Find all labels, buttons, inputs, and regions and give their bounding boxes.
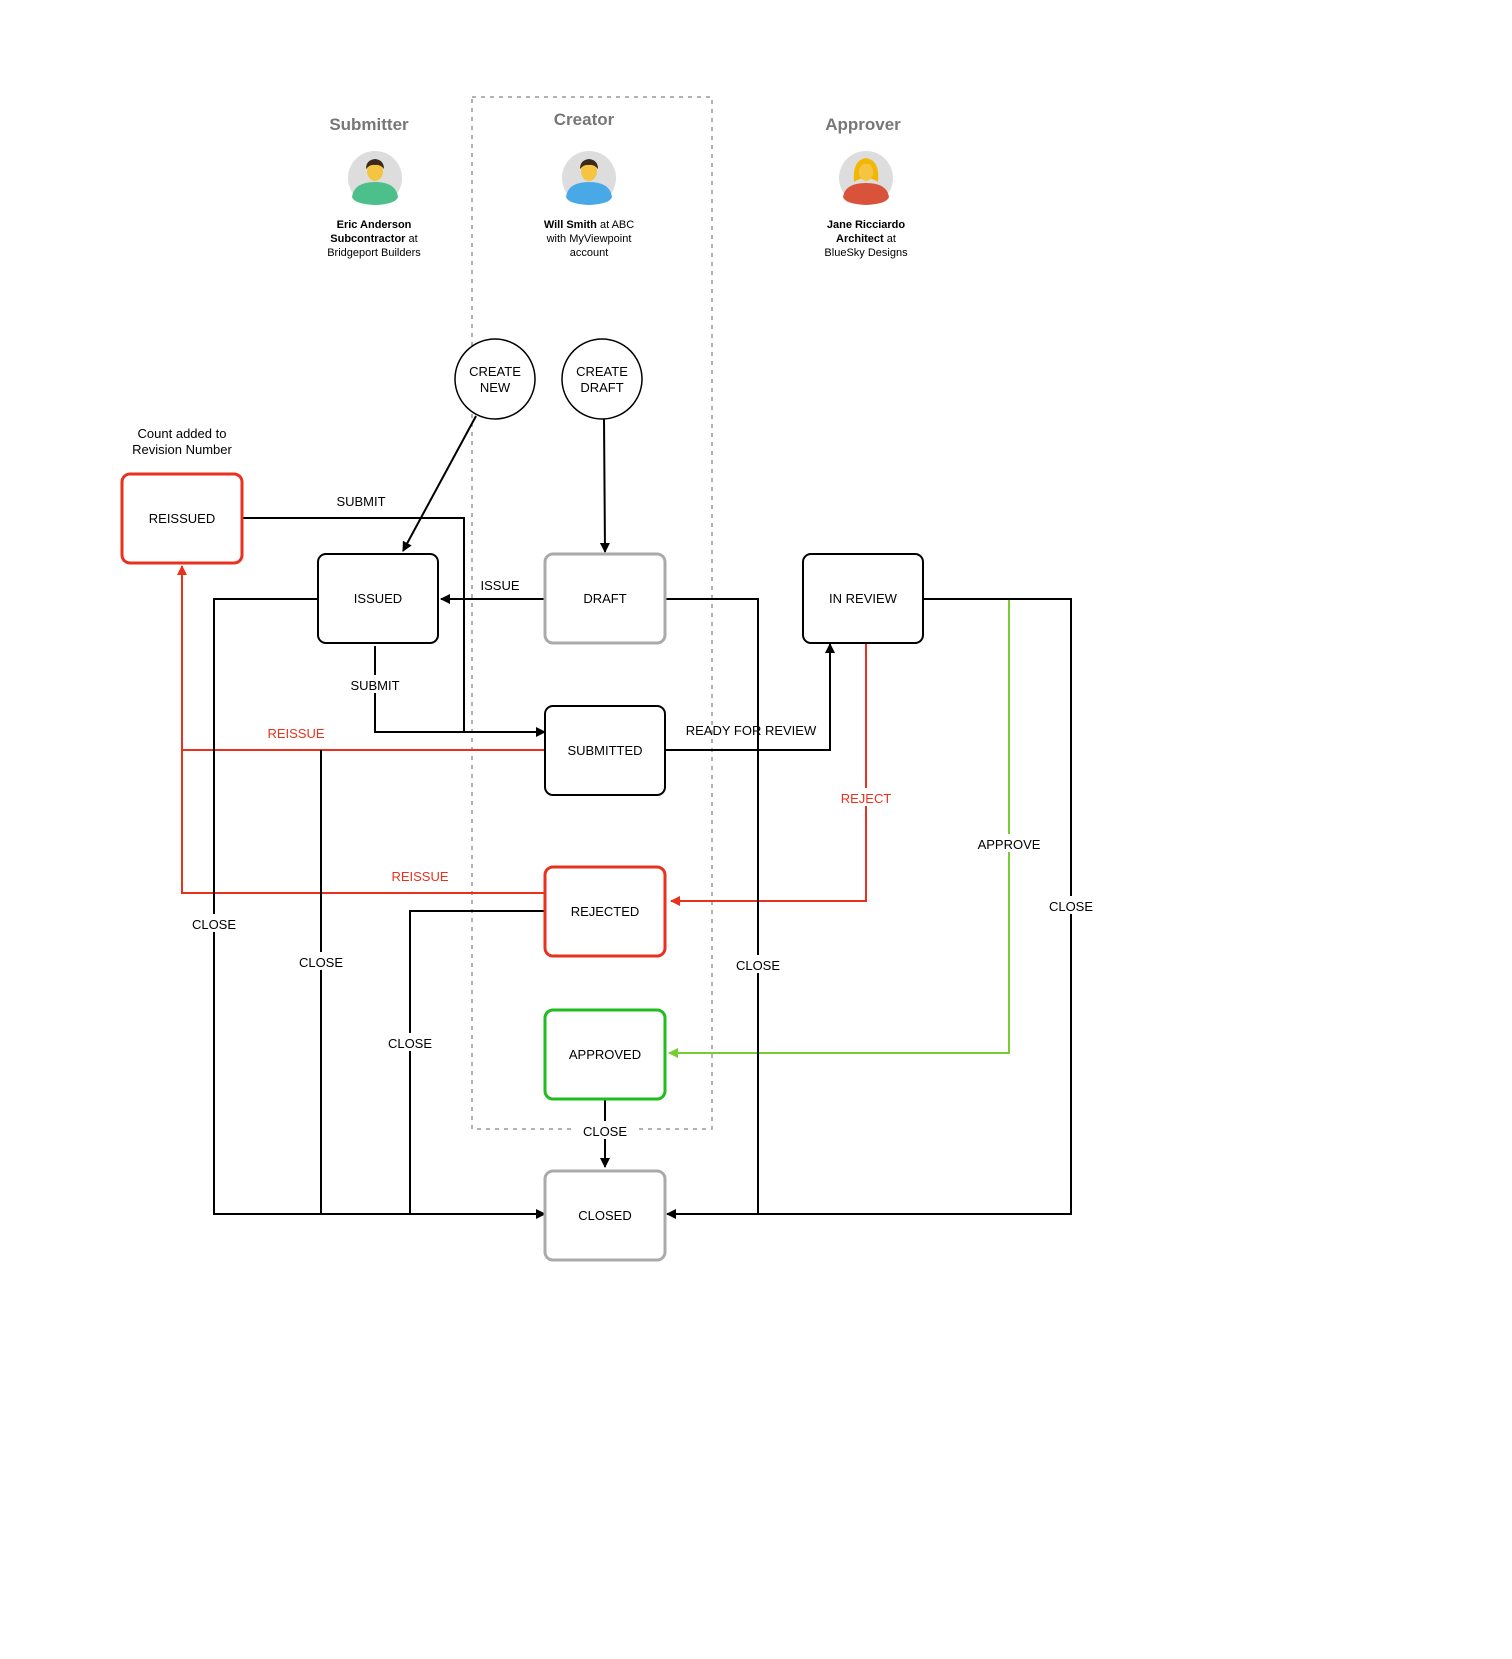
- start-node-create-new: CREATE NEW: [454, 338, 536, 420]
- label-ready-for-review: READY FOR REVIEW: [686, 723, 817, 738]
- label-reissue-submitted: REISSUE: [267, 726, 324, 741]
- svg-text:SUBMITTED: SUBMITTED: [567, 743, 642, 758]
- edge-issued-submit: [374, 646, 464, 733]
- state-in-review: IN REVIEW: [802, 553, 924, 644]
- state-approved: APPROVED: [543, 1008, 667, 1101]
- svg-text:CREATE: CREATE: [576, 364, 628, 379]
- label-close-submitted: CLOSE: [299, 955, 343, 970]
- svg-text:IN REVIEW: IN REVIEW: [829, 591, 898, 606]
- state-draft: DRAFT: [543, 552, 667, 645]
- revision-note-line1: Count added to: [138, 426, 227, 441]
- submitter-name: Eric Anderson: [337, 219, 412, 231]
- svg-text:APPROVED: APPROVED: [569, 1047, 641, 1062]
- svg-text:CREATE: CREATE: [469, 364, 521, 379]
- edge-create-new-to-issued: [402, 415, 477, 552]
- label-close-approved: CLOSE: [583, 1124, 627, 1139]
- label-close-rejected: CLOSE: [388, 1036, 432, 1051]
- edge-reject: [670, 644, 867, 906]
- submitter-company: Bridgeport Builders: [327, 247, 421, 259]
- edge-rejected-close: [409, 910, 545, 1214]
- edge-in-review-close: [666, 598, 1072, 1219]
- edge-ready-for-review: [665, 643, 835, 751]
- svg-text:REISSUED: REISSUED: [149, 511, 215, 526]
- label-reject: REJECT: [841, 791, 892, 806]
- approver-name: Jane Ricciardo: [827, 219, 906, 231]
- lane-title-submitter: Submitter: [329, 115, 409, 134]
- state-closed: CLOSED: [543, 1169, 667, 1262]
- svg-text:DRAFT: DRAFT: [583, 591, 626, 606]
- lane-title-approver: Approver: [825, 115, 901, 134]
- label-close-draft: CLOSE: [736, 958, 780, 973]
- svg-text:REJECTED: REJECTED: [571, 904, 640, 919]
- edge-issued-close: [213, 598, 546, 1219]
- label-submit-reissued: SUBMIT: [336, 494, 385, 509]
- label-reissue-rejected: REISSUE: [391, 869, 448, 884]
- creator-name: Will Smith at ABC: [544, 219, 634, 231]
- label-submit-issued: SUBMIT: [350, 678, 399, 693]
- edge-rejected-reissue: [181, 750, 545, 894]
- svg-text:NEW: NEW: [480, 380, 511, 395]
- svg-text:CLOSED: CLOSED: [578, 1208, 631, 1223]
- avatar-creator-icon: [562, 151, 616, 205]
- avatar-submitter-icon: [348, 151, 402, 205]
- edge-create-draft-to-draft: [599, 418, 610, 553]
- svg-text:ISSUED: ISSUED: [354, 591, 402, 606]
- state-rejected: REJECTED: [543, 865, 667, 958]
- creator-lane-boundary: [471, 96, 713, 1130]
- creator-account: with MyViewpoint: [546, 233, 632, 245]
- label-issue: ISSUE: [480, 578, 519, 593]
- lane-title-creator: Creator: [554, 110, 615, 129]
- state-reissued: REISSUED: [120, 472, 244, 565]
- approver-company: BlueSky Designs: [824, 247, 908, 259]
- edge-draft-close: [665, 598, 759, 1214]
- label-close-issued: CLOSE: [192, 917, 236, 932]
- creator-account-2: account: [570, 247, 609, 259]
- state-submitted: SUBMITTED: [544, 705, 666, 796]
- start-node-create-draft: CREATE DRAFT: [561, 338, 643, 420]
- avatar-approver-icon: [839, 151, 893, 205]
- edge-reissued-submit: [242, 517, 546, 737]
- edge-approve: [668, 599, 1010, 1058]
- submitter-role: Subcontractor at: [330, 233, 417, 245]
- label-close-in-review: CLOSE: [1049, 899, 1093, 914]
- state-issued: ISSUED: [317, 553, 439, 644]
- svg-text:DRAFT: DRAFT: [580, 380, 623, 395]
- revision-note-line2: Revision Number: [132, 442, 232, 457]
- approver-role: Architect at: [836, 233, 896, 245]
- label-approve: APPROVE: [978, 837, 1041, 852]
